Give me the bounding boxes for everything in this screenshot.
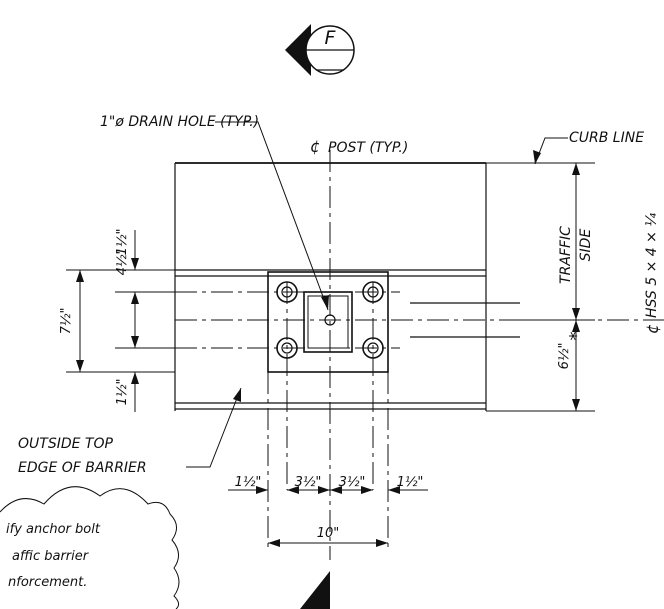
left-dimension-arrows bbox=[76, 258, 139, 384]
section-marker[interactable]: F bbox=[285, 24, 355, 76]
drain-hole-label: 1"ø DRAIN HOLE (TYP.) bbox=[100, 114, 259, 130]
centerline-symbol-hss: ¢ bbox=[643, 324, 662, 334]
edge-of-barrier-label: EDGE OF BARRIER bbox=[18, 460, 147, 476]
note-line-1: ify anchor bolt bbox=[6, 522, 101, 537]
section-arrow-icon bbox=[285, 24, 311, 76]
dim-left-edge: 1½" bbox=[235, 475, 262, 490]
dim-right-edge: 1½" bbox=[397, 475, 424, 490]
revision-cloud-note: ify anchor bolt affic barrier nforcement… bbox=[0, 486, 180, 609]
section-letter: F bbox=[325, 27, 337, 49]
dim-plate-height: 7½" bbox=[59, 308, 74, 335]
left-dimensions bbox=[66, 230, 175, 412]
dim-offset-mark: * bbox=[566, 332, 587, 341]
hss-outline-lines bbox=[410, 302, 520, 338]
outside-top-edge-leader bbox=[186, 387, 242, 468]
side-label: SIDE bbox=[578, 229, 594, 262]
dim-spacing-right: 3½" bbox=[339, 475, 366, 490]
dim-bottom-edge: 1½" bbox=[115, 379, 130, 406]
revision-cloud bbox=[0, 486, 180, 609]
outside-top-label: OUTSIDE TOP bbox=[18, 436, 113, 452]
drain-hole-leader bbox=[215, 121, 329, 311]
right-dimensions bbox=[486, 162, 595, 412]
dim-bolt-spacing-v: 4½" bbox=[115, 249, 130, 276]
base-plate-outline bbox=[267, 271, 389, 373]
center-lines bbox=[175, 150, 664, 560]
base-plate bbox=[267, 271, 389, 373]
hss-label: HSS 5 × 4 × ¼ bbox=[644, 213, 660, 318]
traffic-label: TRAFFIC bbox=[558, 226, 574, 284]
dim-offset: 6½" bbox=[557, 343, 572, 370]
curb-line-leader bbox=[534, 137, 568, 165]
bottom-section-arrow-icon bbox=[300, 571, 330, 609]
centerline-symbol-post: ¢ bbox=[310, 137, 320, 156]
dim-top-edge: 1½" bbox=[115, 229, 130, 256]
note-line-3: nforcement. bbox=[8, 575, 87, 590]
note-line-2: affic barrier bbox=[12, 549, 90, 564]
leader-arrows bbox=[233, 150, 541, 402]
post-label: POST (TYP.) bbox=[328, 140, 408, 156]
bottom-dimension-arrows bbox=[256, 486, 400, 547]
dim-plate-width: 10" bbox=[317, 526, 340, 541]
right-dimension-arrows bbox=[572, 163, 580, 411]
dim-spacing-left: 3½" bbox=[295, 475, 322, 490]
curb-line-label: CURB LINE bbox=[569, 130, 644, 146]
